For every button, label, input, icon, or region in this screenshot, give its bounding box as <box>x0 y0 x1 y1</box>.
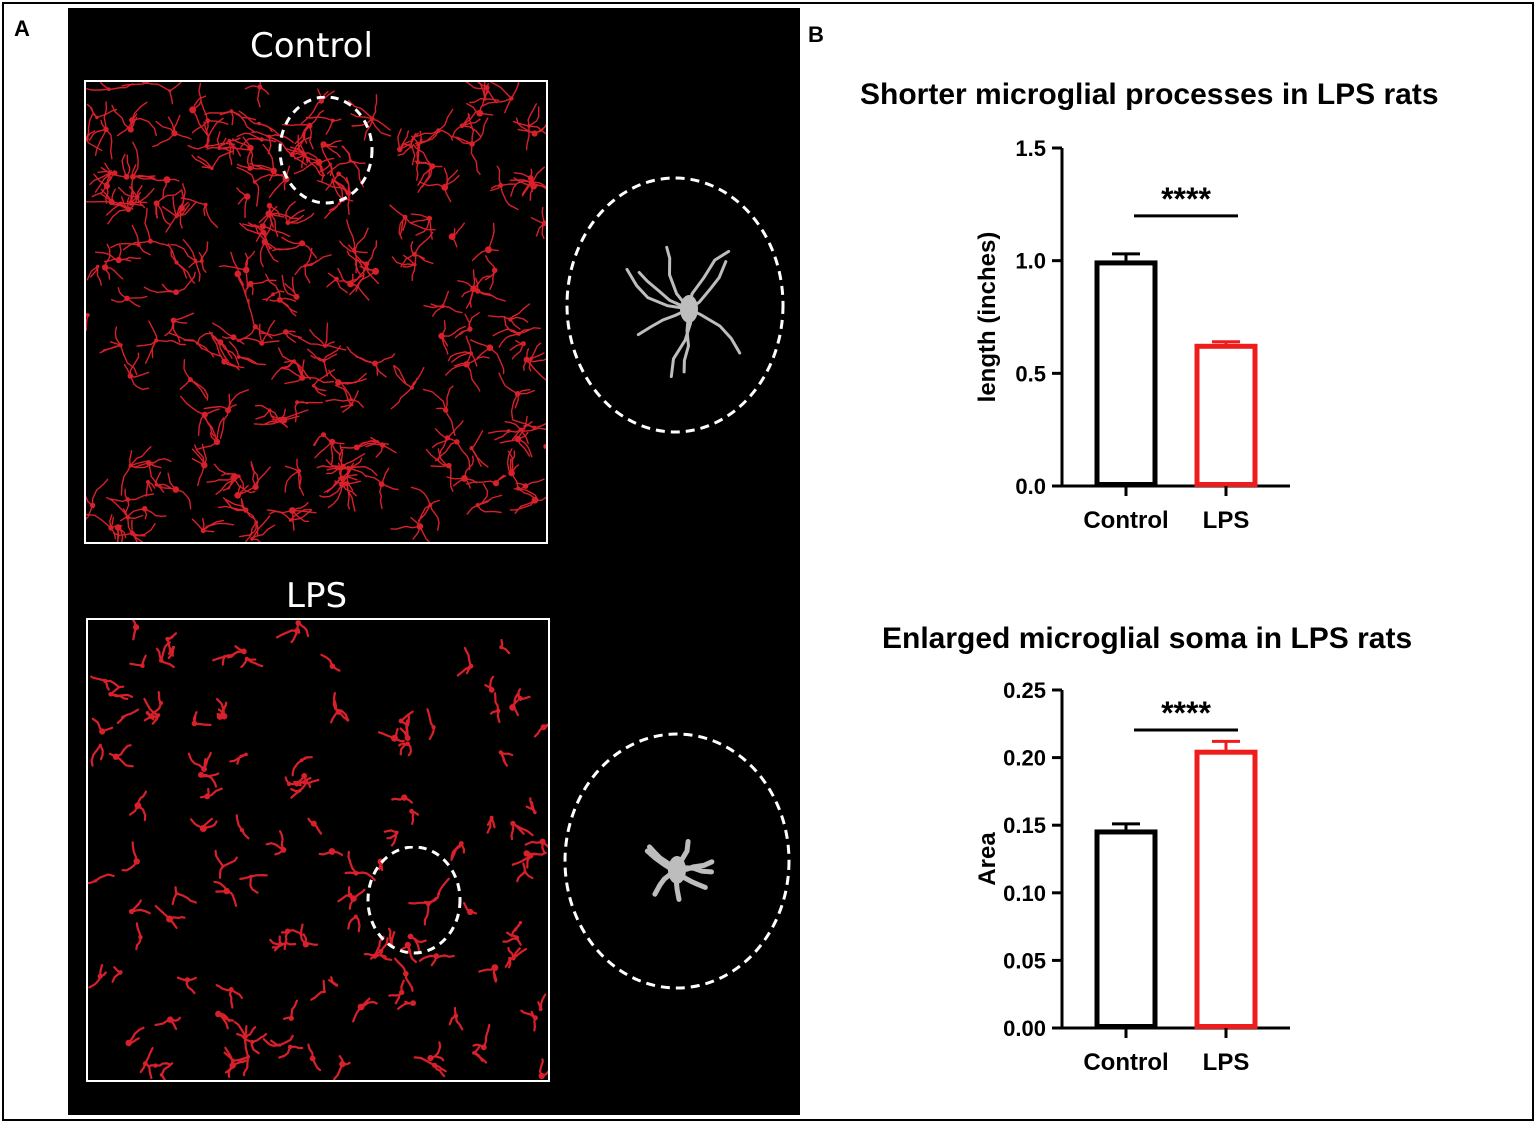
lps-micrograph-stain <box>88 620 548 1080</box>
chart1-y-tick-label: 1.5 <box>1015 136 1046 161</box>
lps-image-label: LPS <box>286 576 348 616</box>
chart1-y-tick-label: 0.5 <box>1015 361 1046 386</box>
panel-a-micrographs: Control LPS <box>68 8 800 1115</box>
lps-micrograph <box>86 618 550 1082</box>
chart2-y-axis-label: Area <box>974 832 1001 886</box>
control-zoom-inset <box>564 174 786 436</box>
chart2-y-tick-label: 0.10 <box>1003 881 1046 906</box>
chart2-y-tick-label: 0.05 <box>1003 948 1046 973</box>
chart2-title: Enlarged microglial soma in LPS rats <box>882 622 1413 655</box>
chart1-category-label: LPS <box>1203 507 1250 534</box>
control-micrograph <box>84 80 548 544</box>
chart2-y-tick-label: 0.25 <box>1003 678 1046 703</box>
chart1-bar-lps <box>1194 343 1258 487</box>
panel-a-letter: A <box>14 16 30 41</box>
chart2-y-tick-label: 0.20 <box>1003 746 1046 771</box>
chart2-significance-stars: **** <box>1161 695 1211 731</box>
chart2-y-tick-label: 0.00 <box>1003 1016 1046 1041</box>
control-micrograph-stain <box>86 82 546 542</box>
chart2-category-label: LPS <box>1203 1049 1250 1076</box>
chart1-bar-control <box>1094 260 1158 487</box>
chart1-significance-stars: **** <box>1161 181 1211 217</box>
chart2-bar-lps <box>1194 749 1258 1030</box>
chart2-category-label: Control <box>1083 1049 1168 1076</box>
chart1-y-axis-label: length (inches) <box>974 232 1001 403</box>
chart1-y-tick-label: 0.0 <box>1015 474 1046 499</box>
chart2-bar-control <box>1094 829 1158 1029</box>
control-highlight-circle <box>278 96 374 205</box>
lps-highlight-circle <box>366 846 462 955</box>
chart1-category-label: Control <box>1083 507 1168 534</box>
chart1-processes-length: 0.0 0.5 1.0 1.5 length (inches) Control LPS ***… <box>974 136 1290 534</box>
chart1-title: Shorter microglial processes in LPS rats <box>860 78 1439 111</box>
lps-zoom-inset <box>562 730 792 992</box>
panel-b-letter: B <box>808 22 824 47</box>
control-image-label: Control <box>250 26 373 66</box>
chart1-y-tick-label: 1.0 <box>1015 249 1046 274</box>
chart2-y-tick-label: 0.15 <box>1003 813 1046 838</box>
